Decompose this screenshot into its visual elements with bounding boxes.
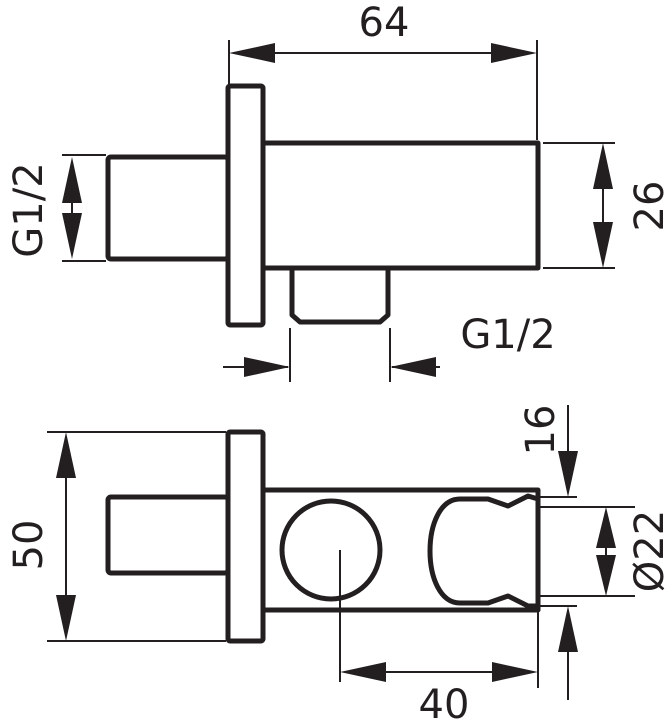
dim-thread-outlet-label: G1/2 [460, 312, 555, 358]
dim-length-label: 64 [359, 0, 410, 46]
dim-offset: 16 [518, 405, 578, 700]
front-view [105, 429, 541, 682]
dim-total-height: 50 [6, 431, 226, 642]
dim-spacing: 40 [340, 612, 539, 726]
dim-thread-inlet-label: G1/2 [6, 162, 52, 257]
inlet-pipe-front [105, 494, 231, 576]
wall-flange [225, 83, 266, 328]
dim-total-height-label: 50 [6, 520, 52, 571]
outlet-circle [279, 498, 383, 602]
inlet-pipe [105, 154, 231, 262]
wall-flange-front [225, 429, 266, 644]
side-view [105, 83, 541, 328]
dim-height-label: 26 [627, 181, 671, 232]
dim-diameter-label: Ø22 [627, 510, 671, 592]
dim-length: 64 [228, 0, 538, 140]
body-block [260, 140, 541, 271]
dim-diameter: Ø22 [540, 506, 671, 597]
dim-thread-inlet: G1/2 [6, 154, 106, 262]
dim-offset-label: 16 [518, 405, 564, 456]
dim-thread-outlet: G1/2 [223, 312, 556, 382]
outlet-nipple [289, 265, 391, 325]
dim-spacing-label: 40 [419, 682, 470, 726]
handshower-holder [427, 493, 541, 609]
dim-height: 26 [543, 142, 671, 269]
